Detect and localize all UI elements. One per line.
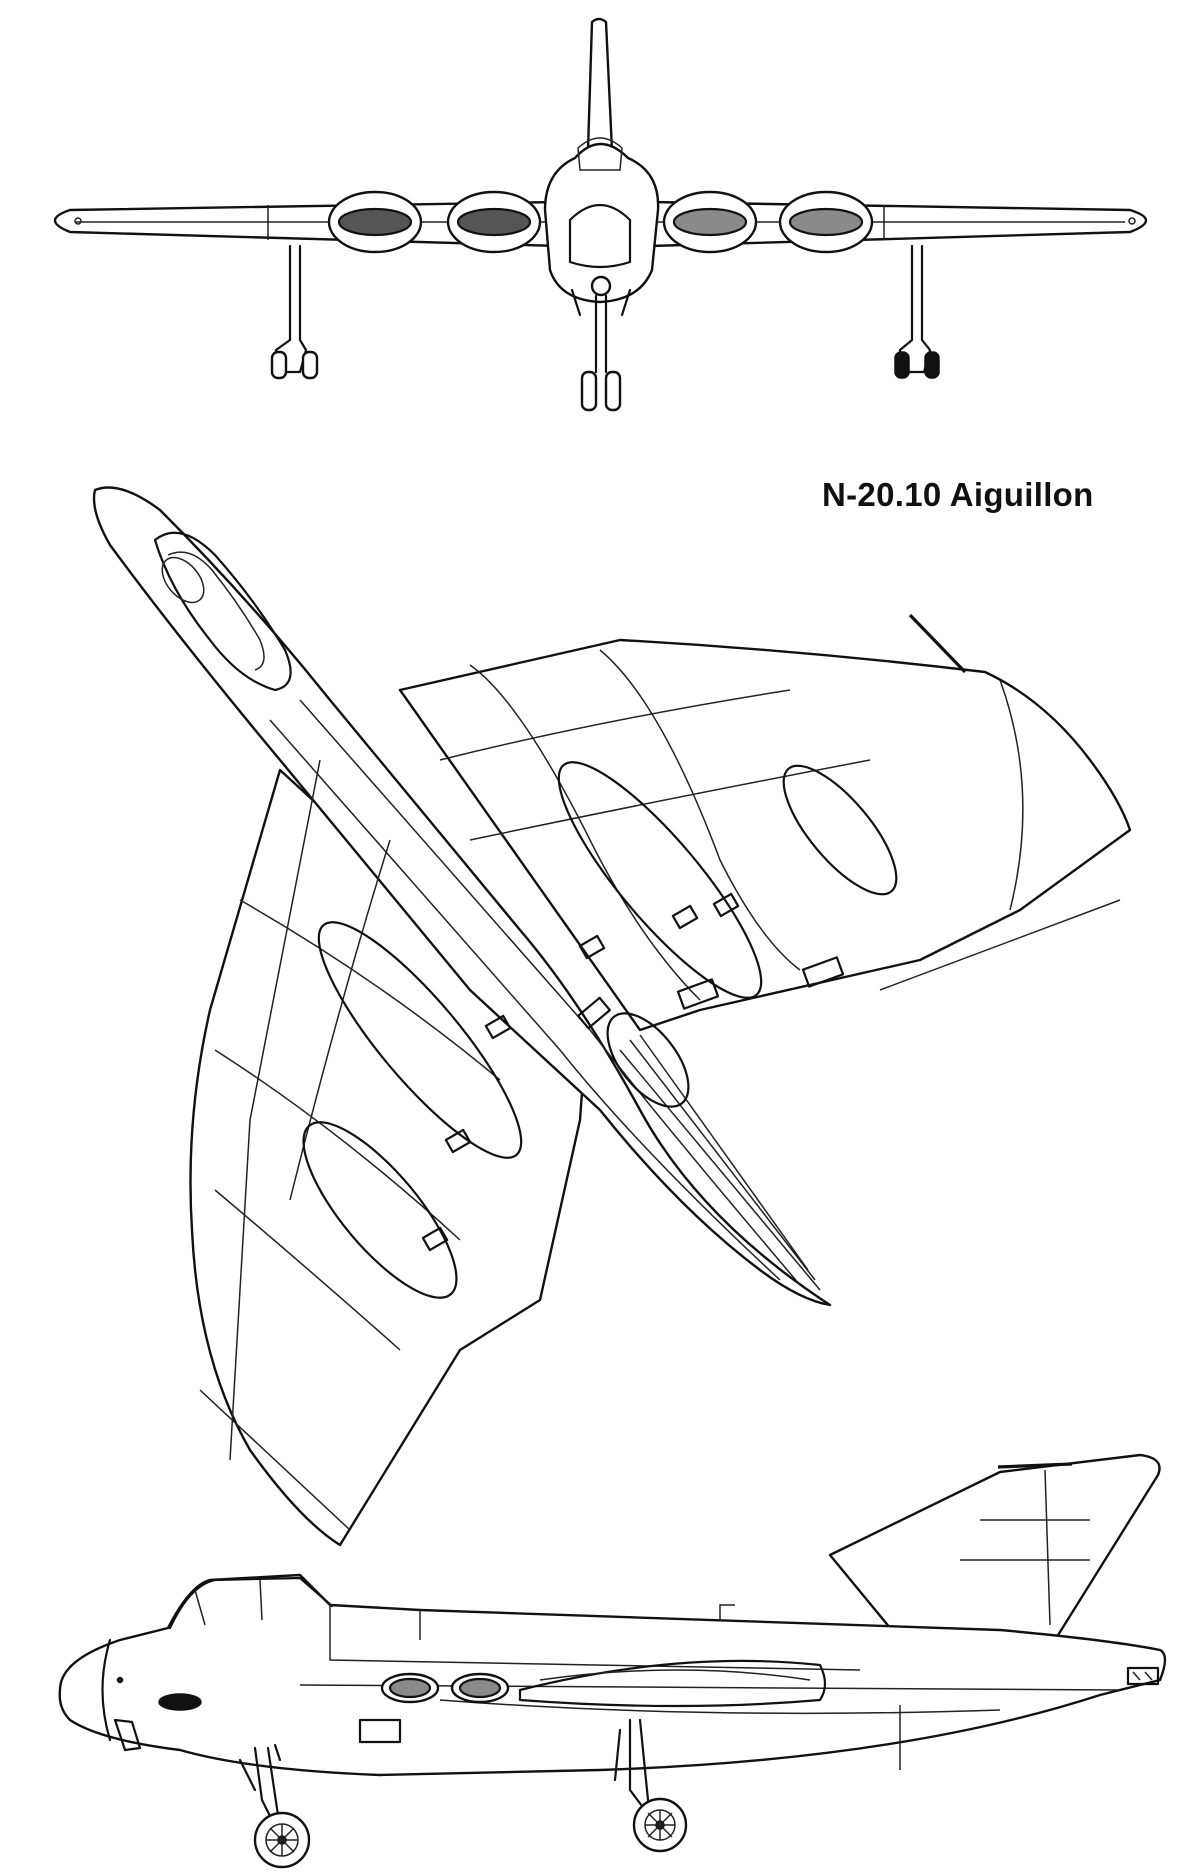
top-wing-right <box>398 638 1132 1032</box>
front-wing-right <box>648 200 1148 248</box>
side-roundel <box>158 1693 202 1711</box>
side-canopy <box>168 1576 334 1630</box>
drawing-title: N-20.10 Aiguillon <box>822 476 1094 513</box>
top-pitot <box>908 613 967 674</box>
side-landing-gear <box>238 1718 688 1869</box>
top-view <box>92 486 1132 1547</box>
side-fin <box>828 1453 1161 1642</box>
front-landing-gear <box>270 244 940 412</box>
front-fin <box>586 17 614 152</box>
front-wing-left <box>53 200 562 248</box>
top-canopy <box>153 531 292 692</box>
side-view <box>58 1453 1167 1869</box>
front-view <box>53 17 1148 412</box>
